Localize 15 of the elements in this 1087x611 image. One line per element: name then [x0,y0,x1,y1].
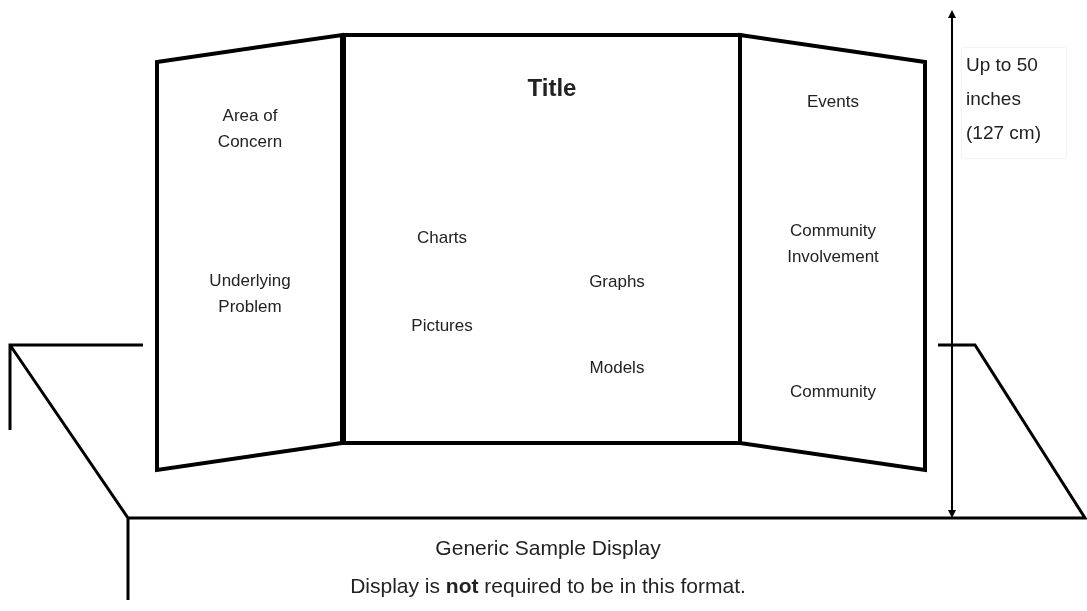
side-panel [155,33,344,473]
panel-label: Area of Concern [216,105,284,153]
panel-label: Charts [416,227,468,249]
panel-label: Community [790,381,876,403]
side-panel [738,33,927,473]
caption: Generic Sample Display [435,536,661,560]
panel-label: Pictures [411,315,473,337]
panel-label: Events [807,91,859,113]
panel-label: Models [589,357,645,379]
panel-label: Underlying Problem [208,270,292,318]
panel-label: Graphs [589,271,645,293]
dimension-label: Up to 50 inches (127 cm) [962,48,1066,158]
panel-label: Community Involvement [786,220,880,268]
panel-heading: Title [527,75,577,101]
note-text: Display is not required to be in this format. [350,573,746,599]
